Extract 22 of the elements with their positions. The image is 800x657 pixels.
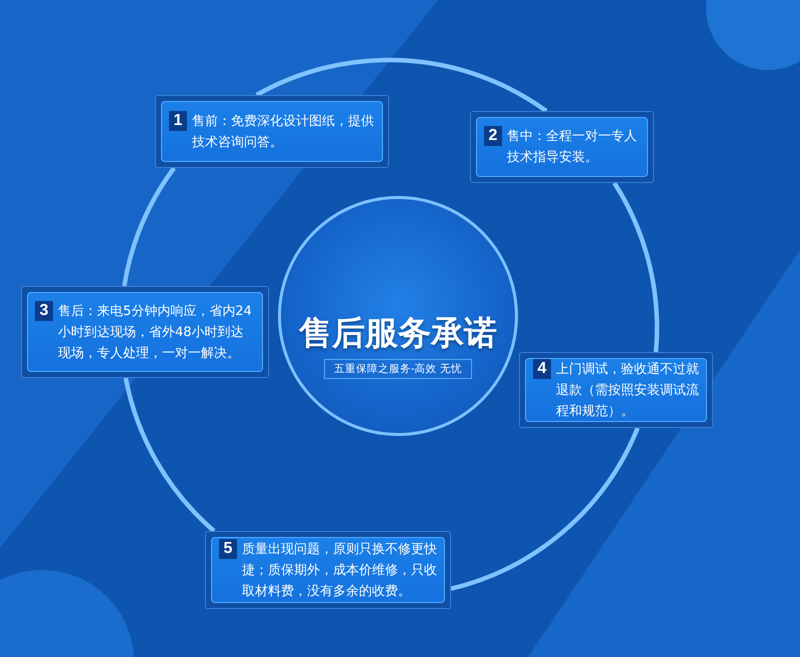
ring-arc xyxy=(612,182,660,352)
ring-arc xyxy=(124,377,216,533)
item-text: 质量出现问题，原则只换不修更快捷；质保期外，成本价维修，只收取材料费，没有多余的收费。 xyxy=(242,540,438,600)
item-text: 售中：全程一对一专人技术指导安装。 xyxy=(507,128,638,167)
number-badge: 3 xyxy=(35,300,53,320)
item-text: 售后：来电5分钟内响应，省内24小时到达现场，省外48小时到达现场，专人处理，一对一解决。 xyxy=(58,302,253,362)
number-badge: 4 xyxy=(533,358,551,378)
ring-arc xyxy=(450,427,640,591)
info-box xyxy=(470,111,654,183)
info-box xyxy=(155,95,389,168)
subtitle-banner: 五重保障之服务-高效 无忧 xyxy=(324,359,472,379)
ring-arc xyxy=(256,58,548,113)
number-badge: 2 xyxy=(484,126,502,146)
info-box xyxy=(205,531,451,609)
info-box xyxy=(21,286,269,378)
info-box xyxy=(519,352,713,428)
title-text: 售后服务承诺 xyxy=(299,313,497,353)
item-text: 售前：免费深化设计图纸，提供技术咨询问答。 xyxy=(192,112,375,152)
number-badge: 5 xyxy=(219,538,237,558)
ring-arc xyxy=(122,166,176,286)
number-badge: 1 xyxy=(169,110,187,130)
item-text: 上门调试，验收通不过就退款（需按照安装调试流程和规范）。 xyxy=(556,360,700,420)
